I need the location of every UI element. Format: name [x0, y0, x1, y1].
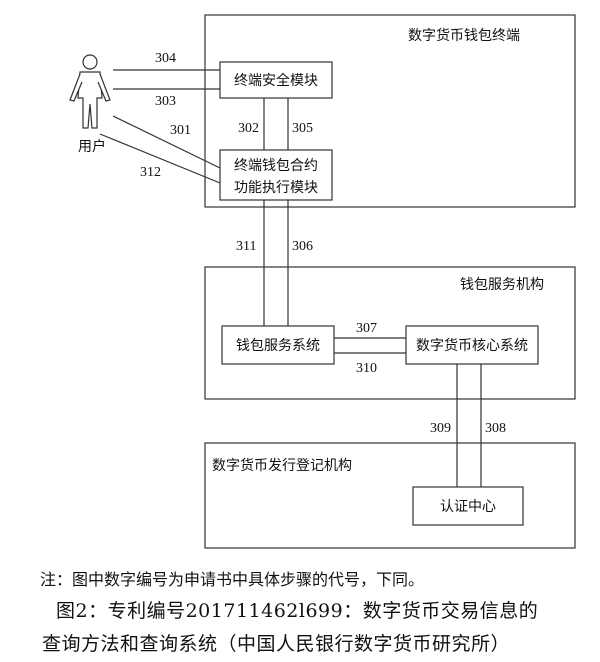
security-module-label: 终端安全模块 — [234, 72, 318, 89]
step-305: 305 — [292, 121, 313, 136]
arrow-301 — [112, 115, 221, 169]
step-301: 301 — [170, 123, 191, 138]
cert-center-label: 认证中心 — [440, 499, 496, 515]
figure-caption-line-1: 图2：专利编号201711462l699：数字货币交易信息的 — [56, 600, 539, 622]
security-module-box — [219, 61, 333, 99]
step-312: 312 — [140, 165, 161, 180]
step-302: 302 — [238, 121, 259, 136]
terminal-label: 数字货币钱包终端 — [408, 27, 520, 44]
wallet-service-system-label: 钱包服务系统 — [236, 338, 320, 354]
step-308: 308 — [485, 421, 506, 436]
flow-diagram: 数字货币钱包终端 终端安全模块 终端钱包合约 功能执行模块 用户 钱包服务机构 … — [69, 14, 576, 549]
user-label: 用户 — [78, 138, 106, 155]
step-306: 306 — [292, 239, 313, 254]
contract-module-box — [219, 149, 333, 201]
contract-module-label-1: 终端钱包合约 — [234, 158, 318, 174]
cert-center-box — [412, 486, 524, 526]
diagram-note: 注：图中数字编号为申请书中具体步骤的代号，下同。 — [40, 570, 425, 589]
figure-caption-line-2: 查询方法和查询系统（中国人民银行数字货币研究所） — [42, 633, 511, 655]
step-304: 304 — [155, 51, 176, 66]
contract-module-label-2: 功能执行模块 — [234, 180, 318, 196]
step-310: 310 — [356, 361, 377, 376]
wallet-org-label: 钱包服务机构 — [460, 277, 544, 293]
step-311: 311 — [236, 239, 256, 254]
arrow-312 — [99, 133, 221, 184]
step-307: 307 — [356, 321, 377, 336]
wallet-service-system-box — [221, 325, 335, 365]
core-system-box — [405, 325, 539, 365]
user-figure-icon — [69, 54, 111, 129]
step-303: 303 — [155, 94, 176, 109]
core-system-label: 数字货币核心系统 — [416, 337, 528, 354]
step-309: 309 — [430, 421, 451, 436]
issuer-org-label: 数字货币发行登记机构 — [212, 457, 352, 474]
